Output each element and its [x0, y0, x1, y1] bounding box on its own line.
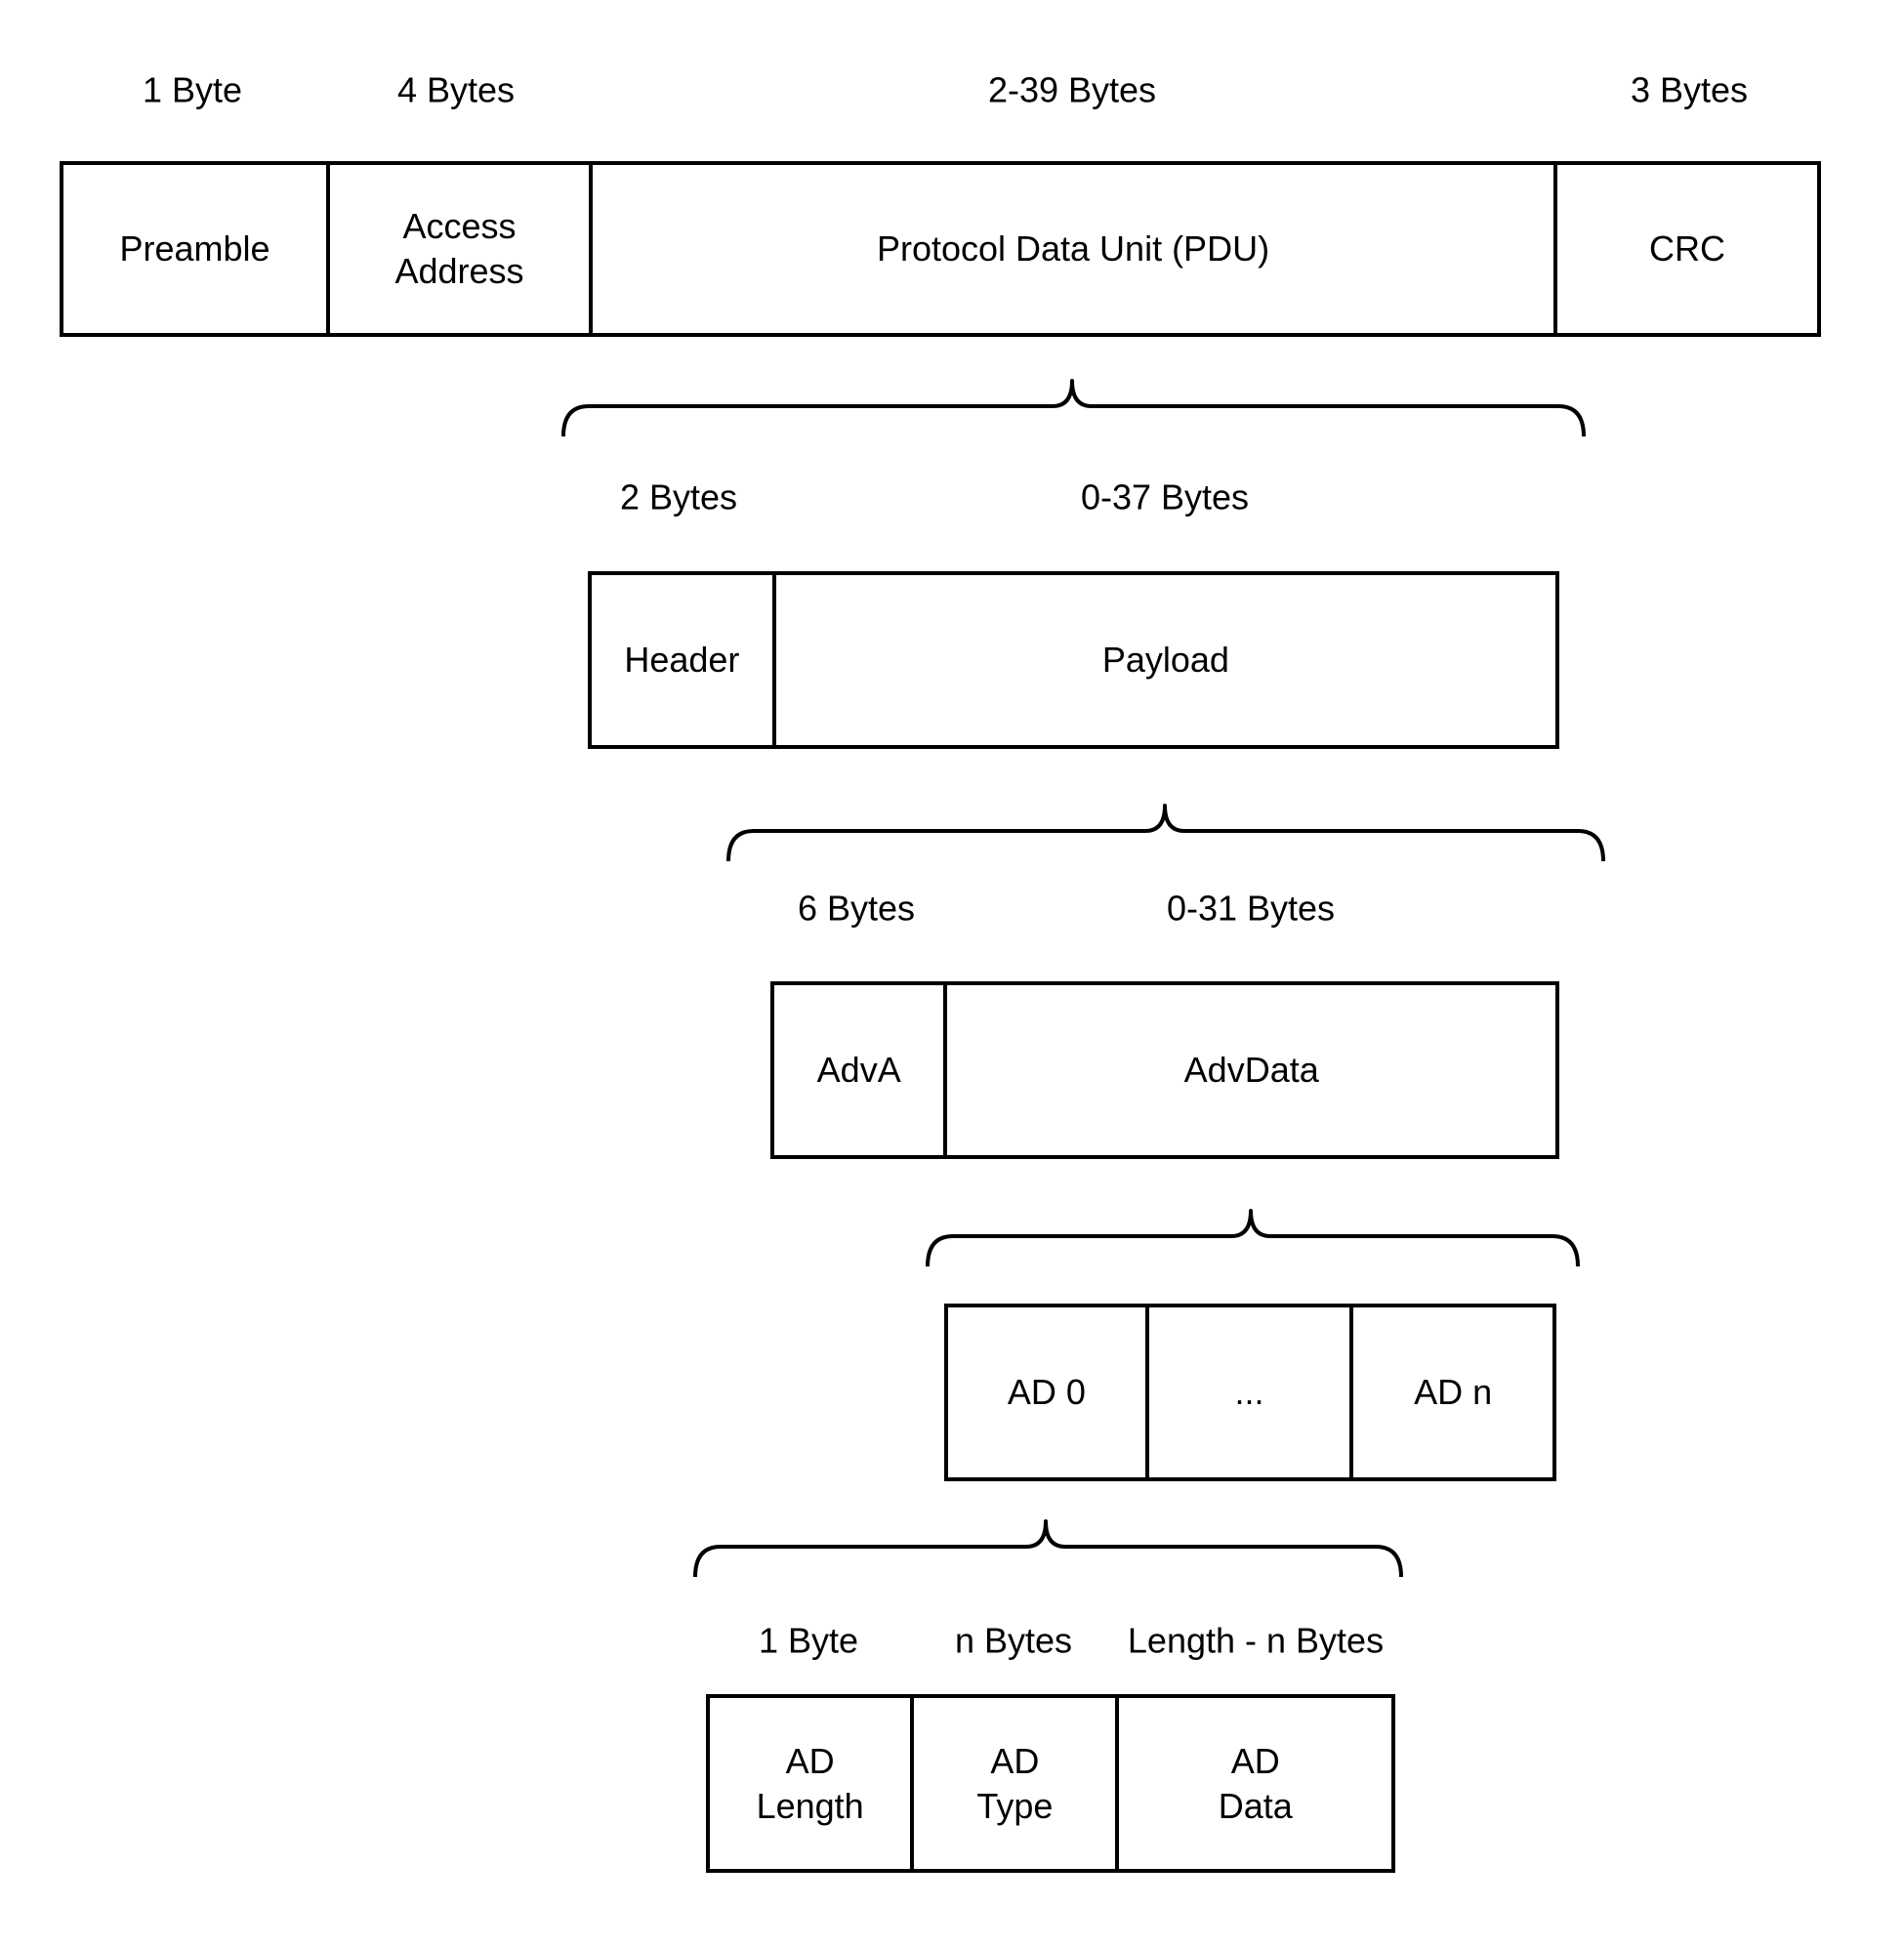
- size-label-crc: 3 Bytes: [1630, 69, 1749, 110]
- packet-row: Preamble Access Address Protocol Data Un…: [60, 161, 1821, 337]
- cell-header: Header: [624, 640, 740, 680]
- size-label-ad-type: n Bytes: [954, 1620, 1073, 1661]
- cell-ad-type: AD Type: [910, 1698, 1115, 1869]
- brace-pdu-expansion: [561, 379, 1586, 437]
- ad-structure-row: AD Length AD Type AD Data: [706, 1694, 1395, 1873]
- size-label-ad-length: 1 Byte: [758, 1620, 859, 1661]
- cell-ad-n: AD n: [1349, 1307, 1552, 1477]
- brace-payload-expansion: [726, 804, 1605, 862]
- cell-preamble: Preamble: [119, 228, 270, 269]
- size-label-advdata: 0-31 Bytes: [1166, 888, 1336, 929]
- cell-ad-ellipsis: ...: [1144, 1307, 1350, 1477]
- cell-ad-0: AD 0: [1007, 1372, 1086, 1412]
- cell-ad-data: AD Data: [1115, 1698, 1391, 1869]
- size-label-header: 2 Bytes: [619, 477, 738, 518]
- payload-row: AdvA AdvData: [770, 981, 1559, 1159]
- cell-crc: CRC: [1552, 165, 1817, 333]
- cell-access-address: Access Address: [325, 165, 589, 333]
- cell-payload: Payload: [771, 575, 1555, 745]
- brace-ad0-expansion: [693, 1519, 1403, 1578]
- cell-pdu: Protocol Data Unit (PDU): [589, 165, 1553, 333]
- cell-advdata: AdvData: [943, 985, 1555, 1155]
- size-label-preamble: 1 Byte: [142, 69, 243, 110]
- pdu-row: Header Payload: [588, 571, 1559, 749]
- size-label-adva: 6 Bytes: [797, 888, 916, 929]
- size-label-payload: 0-37 Bytes: [1080, 477, 1250, 518]
- size-label-ad-data: Length - n Bytes: [1127, 1620, 1385, 1661]
- size-label-pdu: 2-39 Bytes: [987, 69, 1157, 110]
- cell-adva: AdvA: [816, 1050, 901, 1090]
- brace-advdata-expansion: [926, 1209, 1580, 1267]
- ad-list-row: AD 0 ... AD n: [944, 1304, 1556, 1481]
- size-label-access-address: 4 Bytes: [396, 69, 516, 110]
- cell-ad-length: AD Length: [756, 1740, 864, 1826]
